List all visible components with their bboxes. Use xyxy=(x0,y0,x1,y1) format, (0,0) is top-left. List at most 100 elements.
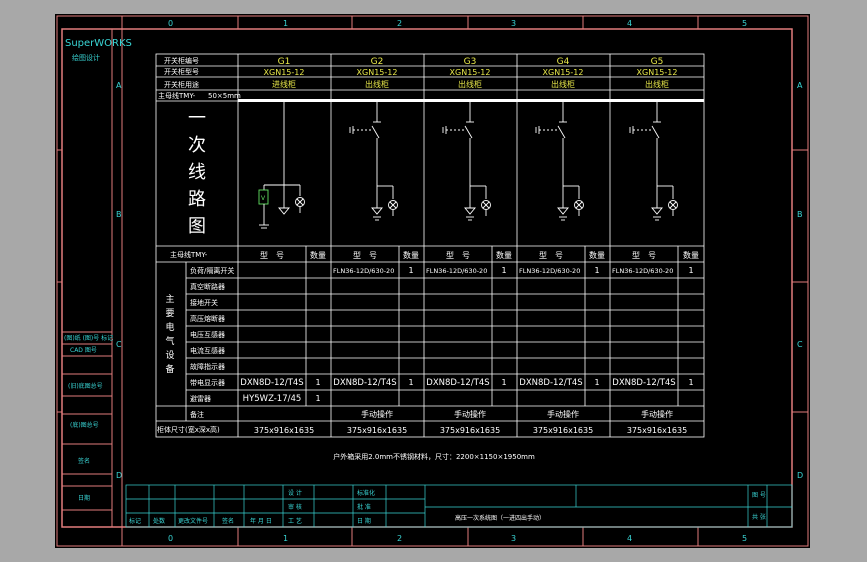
label-cabinet-size: 柜体尺寸(宽x深x高) xyxy=(157,425,220,434)
tb-extra-standard: 标准化 xyxy=(357,489,375,497)
col-header-qty-3: 数量 xyxy=(496,250,512,260)
section-char-3: 电 xyxy=(165,321,174,333)
diagram-title-char-5: 图 xyxy=(188,216,206,237)
col-number-5: 5 xyxy=(742,19,747,28)
remark-cell-2: 手动操作 xyxy=(361,409,393,419)
equipment-qty-cell: 1 xyxy=(408,378,413,387)
g3-outgoing-circuit xyxy=(442,102,491,221)
section-char-2: 要 xyxy=(165,308,174,319)
remark-cell-4: 手动操作 xyxy=(547,409,579,419)
row-letter-a-right: A xyxy=(797,81,803,90)
busbar-spec: 50×5mm xyxy=(208,92,241,100)
equipment-name-3: 接地开关 xyxy=(190,298,218,307)
main-busbar xyxy=(238,99,704,102)
equipment-qty-cell: 1 xyxy=(501,378,506,387)
cabinet-g5-model: XGN15-12 xyxy=(637,68,678,77)
col-header-qty-1: 数量 xyxy=(310,250,326,260)
section-char-1: 主 xyxy=(165,293,174,305)
col-number-3-bottom: 3 xyxy=(511,534,516,543)
g1-arrester-mark: V xyxy=(261,195,266,202)
col-number-0-bottom: 0 xyxy=(168,534,173,543)
tb-extra-date: 日 期 xyxy=(357,517,371,525)
side-label-date: 日期 xyxy=(78,494,90,502)
label-busbar-row: 主母线TMY- xyxy=(170,250,208,259)
cabinet-g1-id: G1 xyxy=(278,57,291,67)
remark-cell-5: 手动操作 xyxy=(641,409,673,419)
equipment-name-1: 负荷/隔离开关 xyxy=(190,266,234,275)
equipment-model-cell: DXN8D-12/T4S xyxy=(426,378,489,388)
col-number-1-bottom: 1 xyxy=(283,534,288,543)
cabinet-g2-model: XGN15-12 xyxy=(357,68,398,77)
col-number-4-bottom: 4 xyxy=(627,534,632,543)
side-label-total: (底)图总号 xyxy=(70,421,99,429)
tb-role-design: 设 计 xyxy=(288,489,302,497)
row-letter-b-right: B xyxy=(797,210,803,219)
col-header-model-4: 型 号 xyxy=(539,251,563,260)
equipment-name-2: 真空断路器 xyxy=(190,282,225,291)
remark-cell-3: 手动操作 xyxy=(454,409,486,419)
cabinet-g1-model: XGN15-12 xyxy=(264,68,305,77)
side-label-sign: 签名 xyxy=(78,457,90,465)
footer-note: 户外箱采用2.0mm不锈钢材料，尺寸：2200×1150×1950mm xyxy=(333,452,535,461)
cabinet-g5-use: 出线柜 xyxy=(645,79,669,89)
equipment-model-cell: HY5WZ-17/45 xyxy=(243,394,302,404)
tb-right-sheet-count: 共 张 xyxy=(752,513,766,521)
diagram-title-char-2: 次 xyxy=(188,135,206,156)
col-header-model-1: 型 号 xyxy=(260,251,284,260)
equipment-qty-cell: 1 xyxy=(408,266,413,275)
tb-right-drawing-no: 图 号 xyxy=(752,492,766,499)
equipment-model-cell: DXN8D-12/T4S xyxy=(519,378,582,388)
equipment-qty-cell: 1 xyxy=(594,266,599,275)
equipment-model-cell: DXN8D-12/T4S xyxy=(333,378,396,388)
label-busbar: 主母线TMY- xyxy=(158,91,196,100)
col-header-model-3: 型 号 xyxy=(446,251,470,260)
equipment-model-cell: FLN36-12D/630-20 xyxy=(333,267,394,275)
equipment-name-7: 故障指示器 xyxy=(190,362,225,371)
label-cabinet-use: 开关柜用途 xyxy=(164,80,199,89)
g5-outgoing-circuit xyxy=(629,102,678,221)
col-header-qty-4: 数量 xyxy=(589,250,605,260)
section-char-5: 设 xyxy=(165,350,174,361)
equipment-qty-cell: 1 xyxy=(688,378,693,387)
label-remark: 备注 xyxy=(190,410,204,419)
side-label-cad: CAD 图号 xyxy=(70,347,97,354)
side-label-old-total: (旧)底图总号 xyxy=(68,382,103,390)
cabinet-g2-use: 出线柜 xyxy=(365,79,389,89)
equipment-qty-cell: 1 xyxy=(688,266,693,275)
tb-label-sign: 签名 xyxy=(222,517,234,525)
size-cell-3: 375x916x1635 xyxy=(440,426,500,435)
tb-extra-approve: 批 准 xyxy=(357,503,371,511)
equipment-qty-cell: 1 xyxy=(315,394,320,403)
size-cell-1: 375x916x1635 xyxy=(254,426,314,435)
col-number-2: 2 xyxy=(397,19,402,28)
drawing-title: 高压一次系统图（一进四出手动） xyxy=(455,514,545,522)
g4-outgoing-circuit xyxy=(535,102,584,221)
equipment-qty-cell: 1 xyxy=(315,378,320,387)
col-header-qty-2: 数量 xyxy=(403,250,419,260)
brand-subtitle: 绘图设计 xyxy=(72,53,100,62)
cabinet-g5-id: G5 xyxy=(651,57,664,67)
tb-role-review: 审 核 xyxy=(288,503,302,511)
outer-frame xyxy=(56,15,809,547)
tb-label-mark: 标记 xyxy=(129,517,141,525)
diagram-title-char-1: 一 xyxy=(188,108,206,129)
equipment-model-cell: DXN8D-12/T4S xyxy=(612,378,675,388)
size-cell-5: 375x916x1635 xyxy=(627,426,687,435)
equipment-model-cell: FLN36-12D/630-20 xyxy=(426,267,487,275)
sheet-background xyxy=(55,14,810,548)
cabinet-g4-id: G4 xyxy=(557,57,570,67)
equipment-qty-cell: 1 xyxy=(501,266,506,275)
size-cell-4: 375x916x1635 xyxy=(533,426,593,435)
side-label-drawing-mark: (图)纸 (图)号 标记 xyxy=(64,334,113,342)
label-cabinet-number: 开关柜编号 xyxy=(164,56,199,65)
diagram-title-char-4: 路 xyxy=(188,189,206,210)
cabinet-g1-use: 进线柜 xyxy=(272,79,296,89)
g2-outgoing-circuit xyxy=(349,102,398,221)
equipment-qty-cell: 1 xyxy=(594,378,599,387)
equipment-name-4: 高压熔断器 xyxy=(190,314,225,323)
tb-label-date: 年 月 日 xyxy=(250,517,272,525)
equipment-name-6: 电流互感器 xyxy=(190,346,225,355)
equipment-model-cell: FLN36-12D/630-20 xyxy=(612,267,673,275)
cabinet-g4-model: XGN15-12 xyxy=(543,68,584,77)
